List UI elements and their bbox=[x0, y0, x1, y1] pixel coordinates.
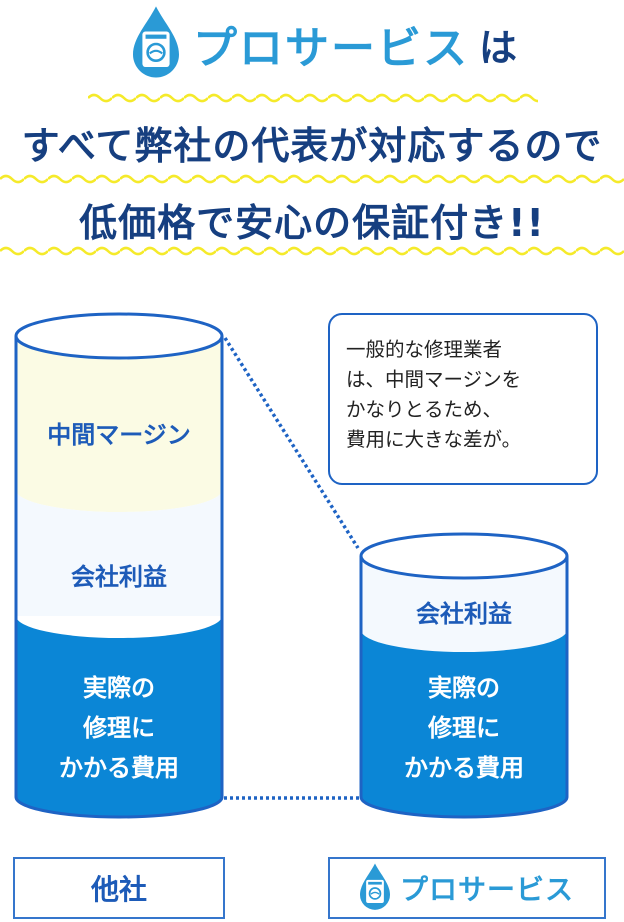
other-company-label: 他社 bbox=[90, 873, 147, 906]
cost-line: かかる費用 bbox=[59, 754, 179, 782]
headline-line-3: 低価格で安心の保証付き!! bbox=[79, 201, 545, 245]
left-profit-label: 会社利益 bbox=[71, 563, 167, 591]
brand-suffix: は bbox=[479, 25, 518, 70]
proservice-label-box: プロサービス bbox=[328, 857, 606, 919]
other-company-label-box: 他社 bbox=[13, 857, 225, 919]
other-company-cylinder bbox=[14, 312, 224, 819]
bubble-line: かなりとるため、 bbox=[346, 398, 503, 421]
cost-line: 修理に bbox=[428, 714, 500, 742]
proservice-cylinder bbox=[359, 532, 569, 819]
wavy-divider bbox=[0, 173, 624, 185]
headline-line-2: すべて弊社の代表が対応するので bbox=[21, 124, 603, 168]
brand-logo: プロサービス は bbox=[133, 4, 553, 84]
water-drop-washer-icon bbox=[359, 862, 390, 911]
cost-line: 修理に bbox=[83, 714, 155, 742]
brand-name: プロサービス bbox=[193, 23, 469, 74]
bubble-line: 費用に大きな差が。 bbox=[346, 428, 522, 451]
wavy-divider bbox=[0, 245, 624, 257]
cost-line: 実際の bbox=[83, 674, 155, 702]
bubble-line: は、中間マージンを bbox=[346, 368, 522, 391]
explanation-bubble: 一般的な修理業者 は、中間マージンを かなりとるため、 費用に大きな差が。 bbox=[328, 313, 598, 485]
proservice-label: プロサービス bbox=[399, 873, 574, 906]
right-profit-label: 会社利益 bbox=[416, 600, 512, 628]
left-cost-label: 実際の 修理に かかる費用 bbox=[16, 668, 222, 788]
wavy-divider bbox=[88, 92, 538, 104]
right-cost-label: 実際の 修理に かかる費用 bbox=[361, 668, 567, 788]
cost-line: 実際の bbox=[428, 674, 500, 702]
cost-line: かかる費用 bbox=[404, 754, 524, 782]
bubble-line: 一般的な修理業者 bbox=[346, 338, 503, 361]
left-margin-label: 中間マージン bbox=[47, 421, 191, 449]
